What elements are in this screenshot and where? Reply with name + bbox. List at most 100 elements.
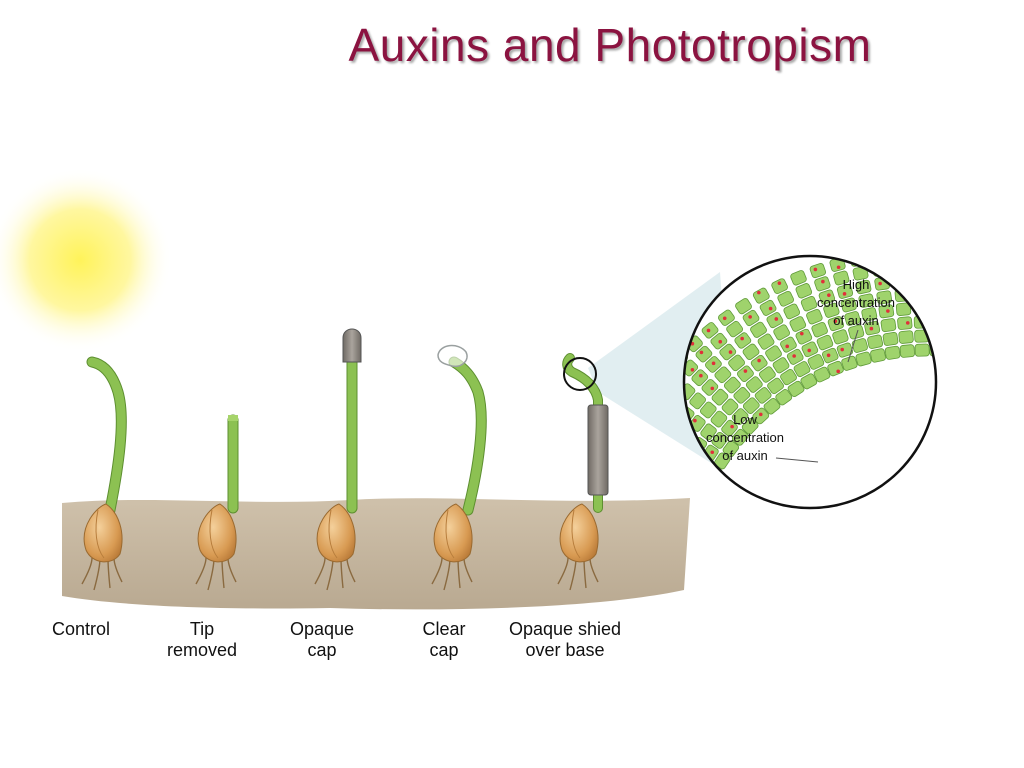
cell: [689, 392, 706, 410]
cell: [711, 431, 728, 449]
seed-clear-cap: [433, 503, 473, 563]
cell: [780, 369, 797, 386]
cell: [628, 463, 645, 481]
auxin-dot: [654, 438, 658, 442]
auxin-dot: [836, 369, 840, 374]
cell: [931, 287, 936, 301]
cell: [687, 505, 703, 508]
cell: [912, 259, 928, 273]
cell: [793, 361, 811, 378]
auxin-dot: [826, 353, 831, 358]
cell: [816, 334, 834, 351]
cell: [930, 315, 936, 329]
high-pointer: [847, 329, 859, 363]
seed-opaque-shield: [559, 503, 599, 563]
cell: [695, 345, 713, 363]
magnifier-ring: [563, 357, 597, 391]
cell: [858, 293, 875, 308]
cell: [840, 297, 857, 313]
cell: [855, 279, 872, 295]
auxin-dot: [710, 386, 715, 391]
cell: [897, 316, 913, 330]
auxin-dot: [821, 279, 825, 284]
cell: [686, 471, 703, 489]
auxin-dot: [743, 369, 748, 373]
auxin-dot: [699, 350, 704, 355]
cell: [890, 256, 907, 261]
cell: [771, 278, 788, 294]
cell: [876, 290, 893, 305]
page-title: Auxins and Phototropism: [348, 19, 872, 71]
cell: [733, 387, 751, 404]
cell: [895, 302, 912, 316]
cell: [848, 324, 865, 340]
cell: [841, 355, 858, 371]
cell: [742, 397, 760, 414]
cell: [723, 376, 741, 394]
auxin-dot: [630, 421, 634, 425]
cell: [912, 287, 928, 301]
cell: [721, 419, 738, 437]
cell: [735, 298, 752, 315]
auxin-dot: [620, 440, 624, 444]
label-clear-cap: Clear cap: [422, 619, 466, 660]
cell: [932, 256, 936, 259]
label-low-concentration: Low concentration of auxin: [705, 412, 785, 463]
auxin-dot: [807, 348, 812, 353]
cell: [775, 389, 793, 406]
cell: [807, 354, 825, 370]
cell: [783, 303, 801, 320]
cell: [754, 387, 772, 404]
cell: [773, 324, 791, 341]
auxin-dot: [785, 344, 790, 349]
cell: [789, 316, 807, 332]
label-control: Control: [51, 619, 111, 639]
cell: [616, 457, 633, 475]
cell: [836, 342, 854, 358]
auxin-dot: [777, 281, 782, 285]
cell: [911, 256, 927, 259]
cell: [823, 302, 840, 318]
cell: [852, 266, 869, 281]
cell: [787, 380, 805, 397]
auxin-dot: [711, 361, 716, 366]
cell: [636, 446, 653, 464]
auxin-dot: [690, 367, 695, 372]
cell: [608, 476, 624, 493]
cell: [757, 333, 775, 350]
cell: [832, 329, 849, 345]
cell: [701, 379, 719, 396]
auxin-dot: [714, 472, 719, 476]
cell: [741, 417, 759, 435]
cell: [809, 263, 827, 279]
cell: [700, 401, 717, 419]
auxin-dot: [792, 354, 796, 358]
cell: [722, 440, 740, 458]
low-pointer: [775, 457, 819, 463]
auxin-dot: [827, 293, 831, 297]
cell: [836, 284, 854, 299]
cell: [861, 307, 878, 322]
auxin-dot: [768, 306, 773, 311]
cell: [734, 332, 752, 349]
auxin-dot: [915, 275, 919, 280]
opaque-cap: [342, 328, 362, 363]
auxin-dot: [748, 315, 752, 319]
cell: [827, 316, 845, 332]
cell: [892, 260, 908, 275]
auxin-dot: [757, 358, 761, 363]
auxin-dot: [722, 316, 727, 321]
cell: [759, 299, 777, 316]
cell: [711, 388, 729, 406]
cell: [714, 366, 732, 384]
cell: [899, 344, 915, 358]
auxin-dot: [758, 412, 763, 417]
cell: [745, 376, 763, 393]
cell: [880, 318, 897, 333]
cell: [833, 270, 850, 286]
auxin-dot: [718, 339, 723, 344]
auxin-dot: [653, 460, 657, 464]
cell: [763, 398, 781, 415]
auxin-dot: [706, 328, 711, 333]
